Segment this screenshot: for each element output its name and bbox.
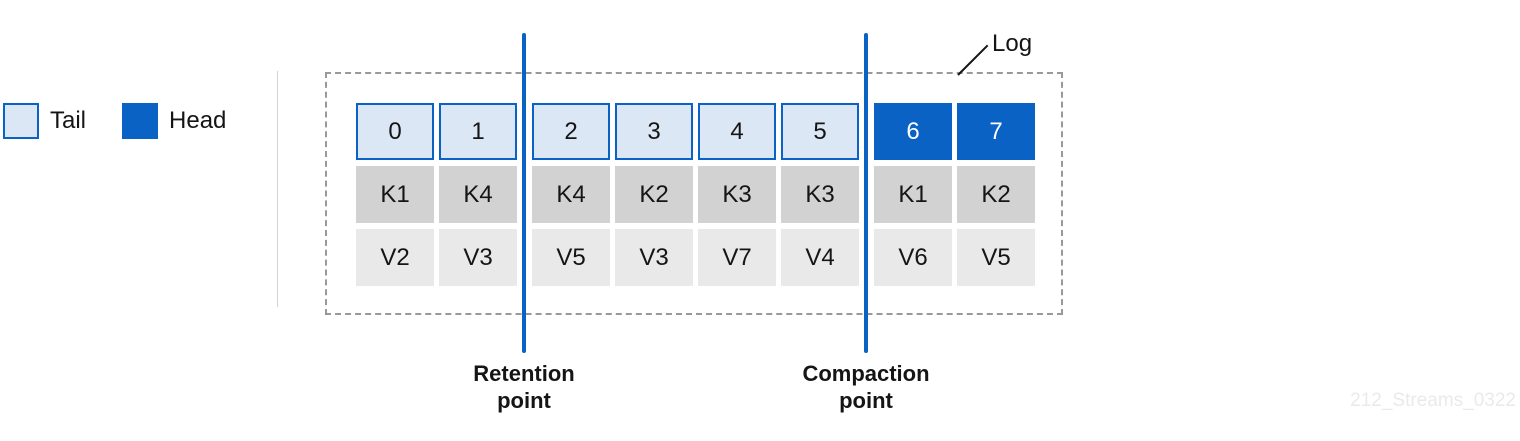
key-cell: K4 [532, 166, 610, 223]
log-column-3: 3 K2 V3 [615, 103, 693, 292]
retention-point-label: Retention point [473, 360, 574, 414]
log-column-4: 4 K3 V7 [698, 103, 776, 292]
log-dashed-box [325, 72, 1063, 315]
retention-point-line [522, 33, 526, 353]
offset-cell: 5 [781, 103, 859, 160]
compaction-point-label: Compaction point [802, 360, 929, 414]
value-cell: V3 [615, 229, 693, 286]
offset-cell: 0 [356, 103, 434, 160]
log-column-6: 6 K1 V6 [874, 103, 952, 292]
value-cell: V7 [698, 229, 776, 286]
value-cell: V5 [532, 229, 610, 286]
legend-label-head: Head [169, 107, 227, 134]
key-cell: K1 [356, 166, 434, 223]
offset-cell: 4 [698, 103, 776, 160]
value-cell: V5 [957, 229, 1035, 286]
log-column-0: 0 K1 V2 [356, 103, 434, 292]
log-label: Log [992, 30, 1033, 57]
compaction-point-line [864, 33, 868, 353]
retention-point-label-line1: Retention [473, 361, 575, 386]
key-cell: K3 [698, 166, 776, 223]
legend-item-tail: Tail [3, 103, 86, 139]
log-column-1: 1 K4 V3 [439, 103, 517, 292]
log-column-5: 5 K3 V4 [781, 103, 859, 292]
value-cell: V4 [781, 229, 859, 286]
key-cell: K4 [439, 166, 517, 223]
key-cell: K3 [781, 166, 859, 223]
offset-cell: 7 [957, 103, 1035, 160]
legend-divider-line [277, 71, 278, 307]
offset-cell: 3 [615, 103, 693, 160]
value-cell: V2 [356, 229, 434, 286]
key-cell: K1 [874, 166, 952, 223]
compaction-point-label-line2: point [839, 388, 893, 413]
offset-cell: 1 [439, 103, 517, 160]
retention-point-label-line2: point [497, 388, 551, 413]
offset-cell: 2 [532, 103, 610, 160]
log-column-7: 7 K2 V5 [957, 103, 1035, 292]
value-cell: V6 [874, 229, 952, 286]
compaction-point-label-line1: Compaction [802, 361, 930, 386]
key-cell: K2 [957, 166, 1035, 223]
legend: Tail Head [3, 103, 226, 139]
log-column-2: 2 K4 V5 [532, 103, 610, 292]
head-swatch-icon [122, 103, 159, 139]
offset-cell: 6 [874, 103, 952, 160]
watermark-text: 212_Streams_0322 [1350, 390, 1516, 411]
key-cell: K2 [615, 166, 693, 223]
value-cell: V3 [439, 229, 517, 286]
legend-label-tail: Tail [50, 107, 87, 134]
legend-item-head: Head [122, 103, 226, 139]
tail-swatch-icon [3, 103, 39, 139]
